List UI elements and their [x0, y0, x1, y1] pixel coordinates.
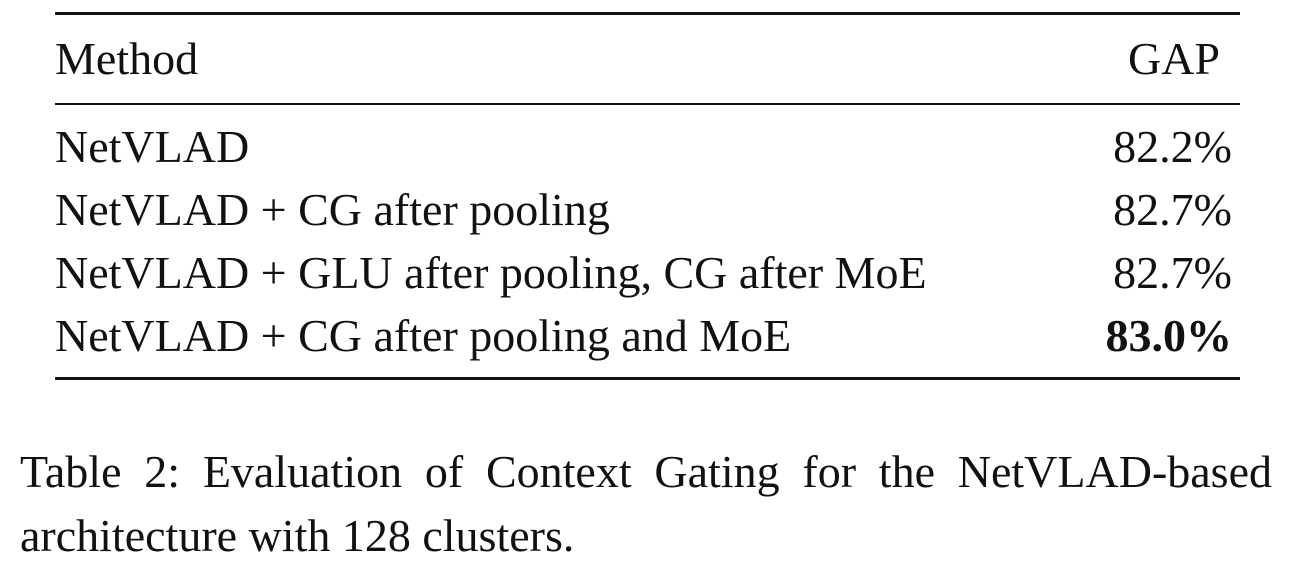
table-row: NetVLAD + GLU after pooling, CG after Mo…: [55, 241, 1240, 304]
row-gap: 82.2%: [1113, 120, 1232, 172]
table-body: NetVLAD 82.2% NetVLAD + CG after pooling…: [55, 105, 1240, 377]
table-row: NetVLAD 82.2%: [55, 115, 1240, 178]
header-row: Method GAP: [55, 15, 1240, 103]
row-method: NetVLAD: [55, 120, 250, 172]
row-gap: 82.7%: [1113, 246, 1232, 298]
top-rule: [55, 12, 1240, 15]
table-header: Method GAP: [55, 15, 1240, 103]
header-gap: GAP: [1127, 33, 1220, 84]
row-method: NetVLAD + GLU after pooling, CG after Mo…: [55, 246, 927, 298]
table-row: NetVLAD + CG after pooling and MoE 83.0%: [55, 304, 1240, 367]
row-method: NetVLAD + CG after pooling: [55, 183, 610, 235]
row-method: NetVLAD + CG after pooling and MoE: [55, 309, 792, 361]
row-gap: 82.7%: [1113, 183, 1232, 235]
mid-rule: [55, 103, 1240, 105]
table-row: NetVLAD + CG after pooling 82.7%: [55, 178, 1240, 241]
header-method: Method: [55, 33, 199, 84]
table-caption: Table 2: Evaluation of Context Gating fo…: [20, 446, 1272, 561]
results-table: Method GAP NetVLAD 82.2% NetVLAD + CG af…: [55, 12, 1240, 380]
bottom-rule: [55, 377, 1240, 380]
row-gap-best: 83.0%: [1105, 309, 1233, 361]
